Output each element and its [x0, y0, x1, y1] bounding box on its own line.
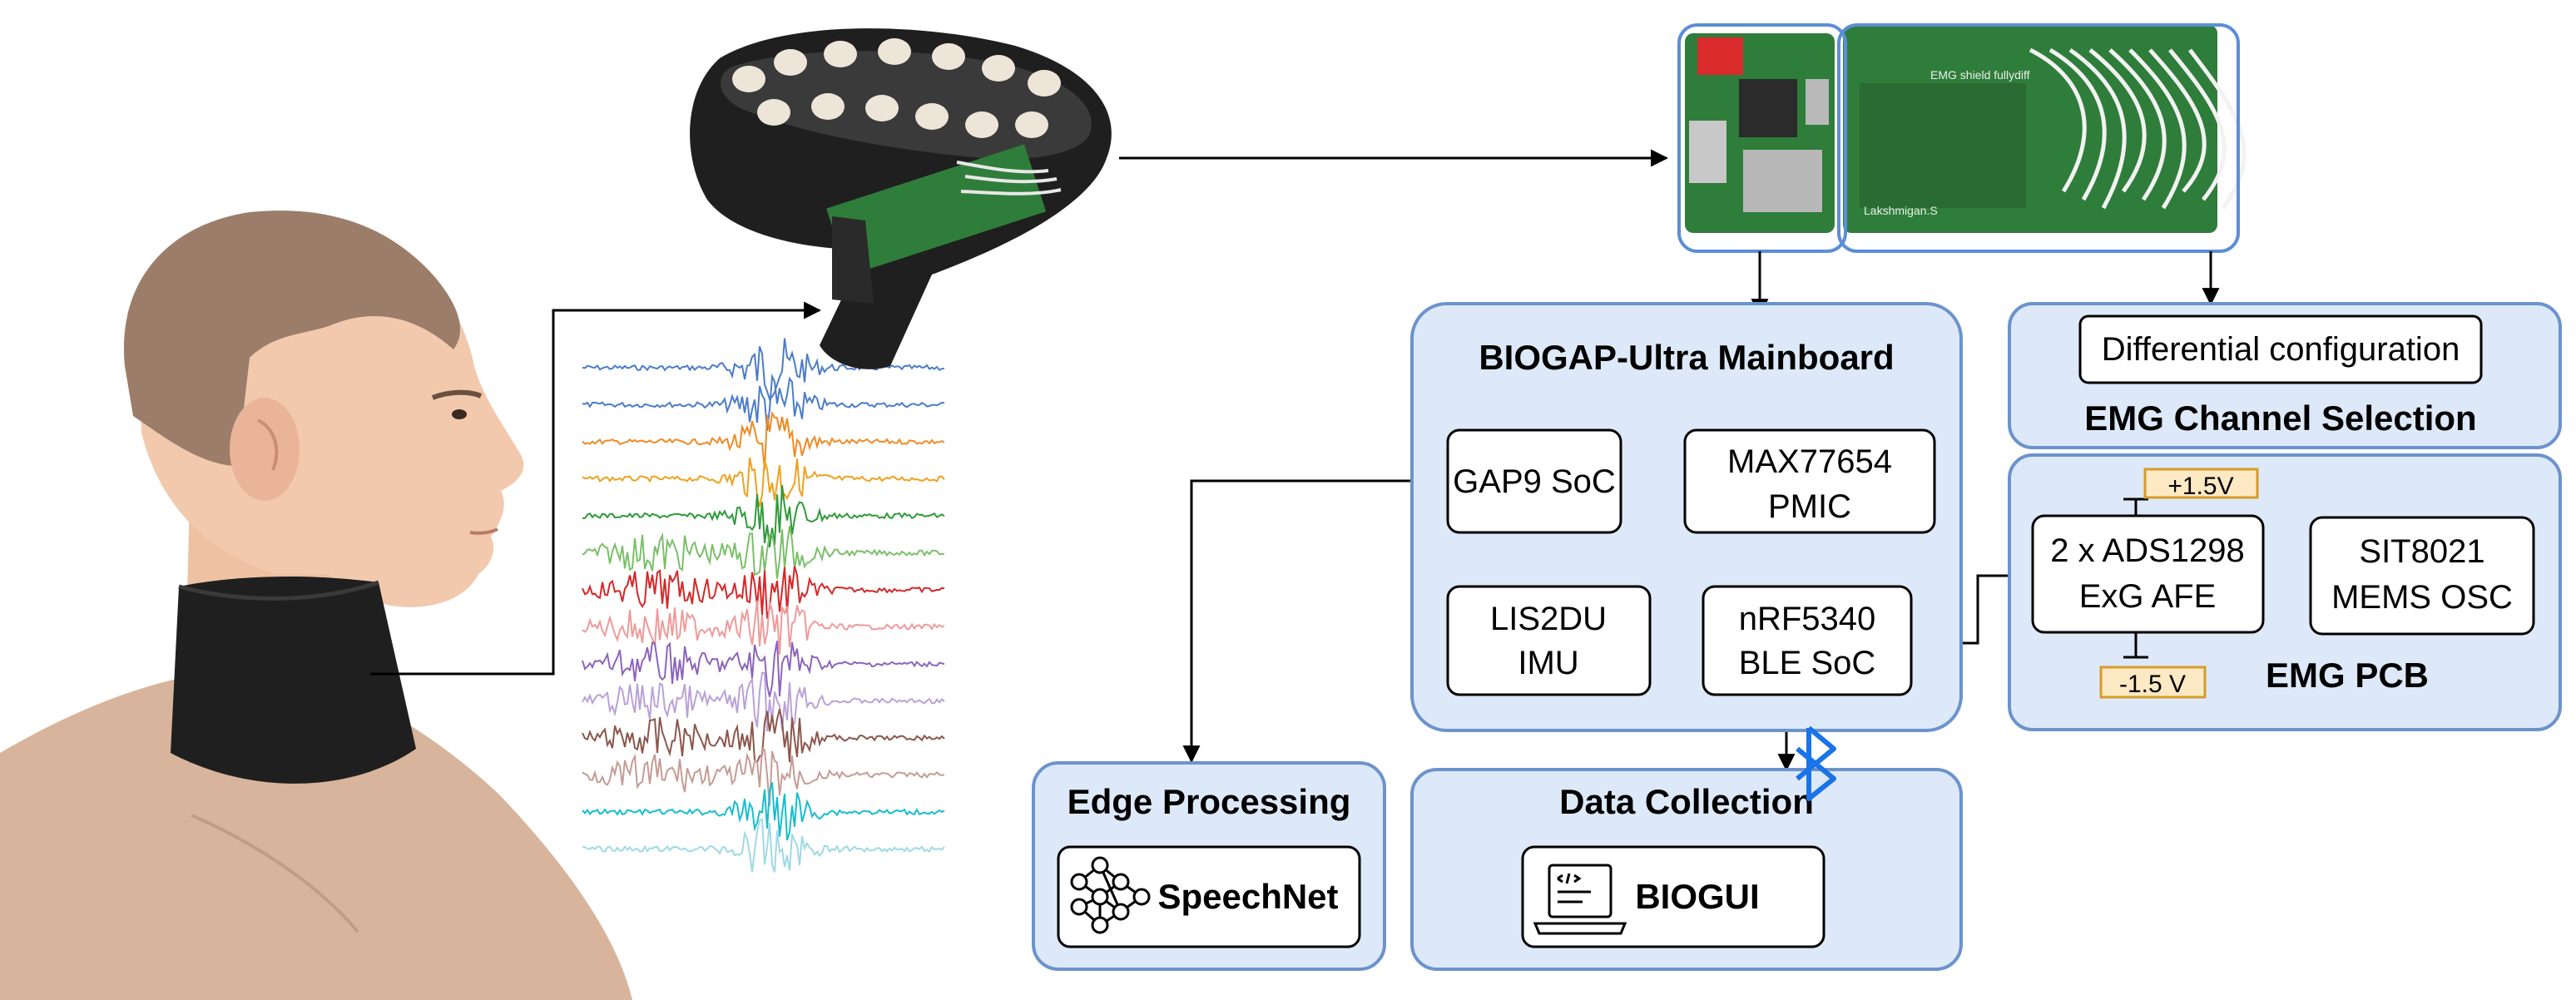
emg-trace	[582, 373, 945, 431]
electrode	[1028, 70, 1061, 97]
electrode	[811, 93, 845, 120]
svg-text:nRF5340: nRF5340	[1739, 601, 1876, 637]
svg-text:MEMS OSC: MEMS OSC	[2331, 579, 2513, 616]
ble-soc-box: nRF5340 BLE SoC	[1702, 585, 1913, 696]
svg-text:LIS2DU: LIS2DU	[1490, 601, 1607, 637]
electrode	[915, 103, 949, 130]
electrode	[865, 95, 899, 121]
voltage-plus: +1.5V	[2123, 468, 2259, 516]
wire	[2128, 48, 2187, 210]
emg-trace	[582, 485, 945, 547]
electrode	[878, 38, 911, 65]
channel-selection-panel: Differential configuration EMG Channel S…	[2008, 302, 2562, 449]
svg-text:MAX77654: MAX77654	[1727, 443, 1892, 480]
mainboard-panel: BIOGAP-Ultra Mainboard GAP9 SoC MAX77654…	[1410, 302, 1963, 732]
arrow-neck-to-band	[370, 301, 822, 676]
wire	[2148, 48, 2207, 193]
electrode	[774, 49, 807, 76]
biogui-label: BIOGUI	[1635, 877, 1759, 916]
arrow-gap9-to-edge	[1182, 479, 1448, 764]
wire	[2088, 48, 2147, 193]
emg-trace	[582, 566, 945, 619]
board-silkscreen-label: EMG shield fullydiff	[1930, 68, 2030, 82]
laptop-icon	[1533, 864, 1627, 935]
svg-text:BLE SoC: BLE SoC	[1739, 645, 1876, 681]
emg-trace	[582, 745, 945, 806]
electrode	[732, 66, 765, 92]
electrode	[1015, 111, 1048, 138]
bluetooth-icon	[1796, 725, 1836, 801]
hair	[123, 210, 460, 467]
emg-signal-traces	[582, 338, 945, 873]
wire-loops	[2029, 47, 2247, 210]
svg-text:GAP9 SoC: GAP9 SoC	[1453, 463, 1616, 500]
wire	[2068, 47, 2127, 210]
svg-text:-1.5 V: -1.5 V	[2119, 671, 2186, 698]
electrode	[824, 41, 857, 67]
electrode	[982, 55, 1015, 82]
differential-config-label: Differential configuration	[2102, 331, 2460, 368]
afe-box: 2 x ADS1298 ExG AFE	[2031, 514, 2265, 634]
mainboard-title: BIOGAP-Ultra Mainboard	[1479, 338, 1894, 377]
person-illustration	[0, 210, 632, 1000]
wire	[2168, 48, 2227, 201]
svg-text:+1.5V: +1.5V	[2167, 473, 2233, 500]
emg-trace	[582, 457, 945, 507]
data-collection-panel: Data Collection BIOGUI	[1410, 768, 1963, 971]
data-collection-title: Data Collection	[1559, 782, 1814, 821]
shield-highlight	[1837, 23, 2240, 253]
imu-box: LIS2DU IMU	[1446, 585, 1652, 696]
mems-osc-box: SIT8021 MEMS OSC	[2309, 516, 2535, 636]
wire	[2188, 48, 2247, 210]
wire	[2108, 48, 2167, 201]
electrode	[932, 43, 965, 70]
electrode	[757, 99, 790, 126]
wire	[2029, 47, 2087, 193]
ear	[230, 398, 300, 501]
pmic-box: MAX77654 PMIC	[1683, 428, 1936, 534]
channel-selection-title: EMG Channel Selection	[2084, 399, 2476, 438]
hardware-photo: EMG shield fullydiff Lakshmigan.S	[1677, 23, 2247, 253]
emg-trace	[582, 526, 945, 579]
emg-trace	[582, 600, 945, 655]
shirt	[0, 669, 632, 1000]
neckband	[171, 577, 416, 784]
edge-processing-panel: Edge Processing SpeechNet	[1032, 761, 1386, 971]
emg-trace	[582, 709, 945, 764]
speechnet-label: SpeechNet	[1157, 877, 1338, 916]
emg-trace	[582, 782, 945, 841]
voltage-minus: -1.5 V	[2099, 632, 2207, 699]
emg-trace	[582, 671, 945, 732]
gap9-soc-box: GAP9 SoC	[1446, 428, 1622, 534]
svg-text:2 x ADS1298: 2 x ADS1298	[2050, 532, 2245, 569]
svg-text:SIT8021: SIT8021	[2359, 533, 2484, 570]
svg-text:ExG AFE: ExG AFE	[2079, 578, 2217, 615]
emg-pcb-title: EMG PCB	[2266, 656, 2429, 695]
emg-trace	[582, 818, 945, 873]
wire	[2048, 47, 2107, 201]
neural-network-icon	[1070, 856, 1151, 934]
edge-processing-title: Edge Processing	[1068, 782, 1351, 821]
mainboard-highlight	[1677, 23, 1847, 253]
neckband-pcb	[826, 144, 1047, 276]
electrode-dots	[732, 38, 1061, 138]
emg-pcb-panel: +1.5V 2 x ADS1298 ExG AFE -1.5 V SIT8021…	[2008, 453, 2562, 731]
emg-trace	[582, 641, 945, 697]
svg-text:PMIC: PMIC	[1768, 488, 1851, 525]
emg-trace	[582, 410, 945, 470]
board-silkscreen-name: Lakshmigan.S	[1864, 204, 1938, 217]
neckband-photo	[690, 28, 1112, 369]
svg-text:IMU: IMU	[1518, 645, 1578, 681]
electrode	[965, 111, 998, 138]
